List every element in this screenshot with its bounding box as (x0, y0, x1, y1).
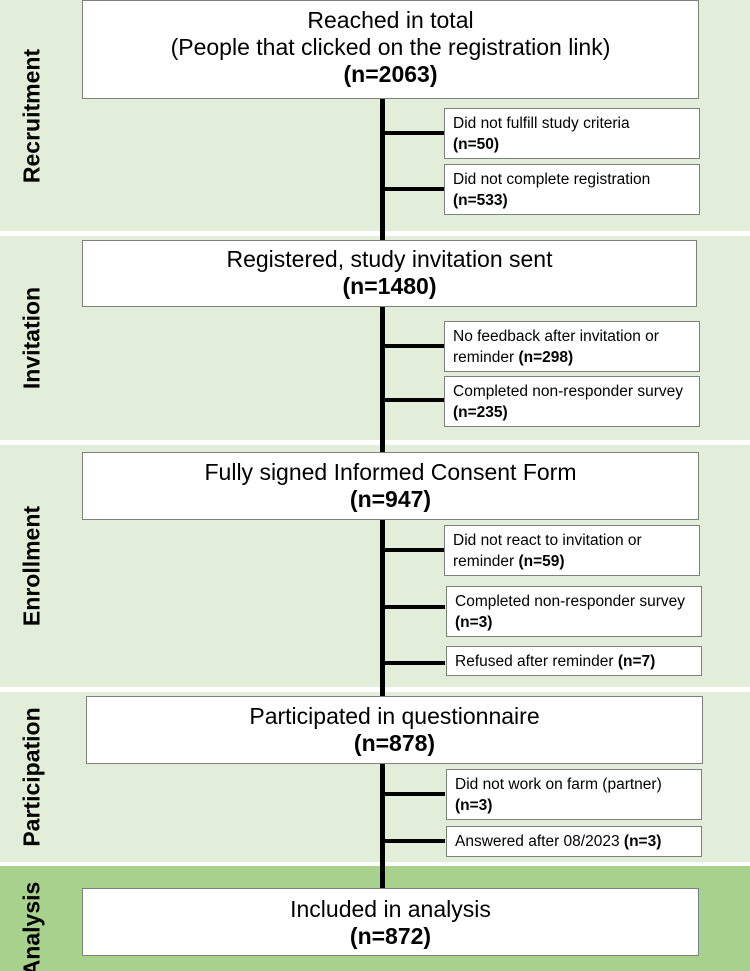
exclusion-box: Completed non-responder survey (n=235) (444, 376, 700, 427)
main-box-title: Fully signed Informed Consent Form (204, 459, 577, 485)
main-box-title: Reached in total (307, 7, 474, 33)
exclusion-text-part: No feedback after invitation or reminder (453, 327, 659, 366)
stage-label-invitation: Invitation (18, 286, 45, 390)
branch-line (383, 131, 445, 135)
exclusion-box: Did not work on farm (partner) (n=3) (446, 769, 702, 820)
exclusion-text: Completed non-responder survey (n=235) (453, 381, 691, 423)
exclusion-count: (n=59) (518, 552, 565, 570)
main-box-analysis: Included in analysis (n=872) (82, 888, 699, 956)
branch-line (383, 661, 445, 665)
main-box-count: (n=872) (349, 923, 432, 949)
stage-label-participation: Participation (18, 707, 45, 847)
exclusion-text-part: Completed non-responder survey (453, 382, 684, 400)
main-box-count: (n=2063) (343, 61, 438, 87)
branch-line (383, 398, 445, 402)
main-box-subtitle: (People that clicked on the registration… (170, 34, 611, 60)
exclusion-box: Did not react to invitation or reminder … (444, 525, 700, 576)
exclusion-count: (n=3) (455, 613, 493, 631)
branch-line (383, 792, 445, 796)
main-box-invitation: Registered, study invitation sent (n=148… (82, 240, 697, 307)
exclusion-text-part: Completed non-responder survey (455, 592, 686, 610)
exclusion-text-part: Did not react to invitation or reminder (453, 531, 642, 570)
exclusion-text: Did not complete registration (453, 170, 651, 188)
main-box-title: Participated in questionnaire (249, 703, 540, 729)
exclusion-box: Refused after reminder (n=7) (446, 646, 702, 676)
exclusion-box: No feedback after invitation or reminder… (444, 321, 700, 372)
stage-label-recruitment: Recruitment (18, 48, 45, 183)
exclusion-count: (n=7) (617, 652, 656, 670)
exclusion-count: (n=235) (453, 403, 508, 421)
exclusion-count: (n=3) (623, 833, 662, 850)
exclusion-box: Did not fulfill study criteria (n=50) (444, 108, 700, 159)
exclusion-text: Did not work on farm (partner) (455, 775, 662, 793)
main-box-count: (n=1480) (342, 273, 437, 299)
exclusion-text: No feedback after invitation or reminder… (453, 326, 691, 368)
connector-invitation-to-enrollment (380, 306, 385, 453)
exclusion-box: Answered after 08/2023 (n=3) (446, 826, 702, 857)
exclusion-count: (n=533) (453, 191, 508, 209)
branch-line (383, 605, 445, 609)
branch-line (383, 187, 445, 191)
main-box-title: Included in analysis (290, 896, 491, 922)
main-box-count: (n=878) (353, 730, 436, 756)
main-box-enrollment: Fully signed Informed Consent Form (n=94… (82, 452, 699, 520)
branch-line (383, 839, 445, 843)
main-box-participation: Participated in questionnaire (n=878) (86, 696, 703, 764)
exclusion-text: Did not fulfill study criteria (453, 114, 630, 132)
main-box-count: (n=947) (349, 486, 432, 512)
main-box-recruitment: Reached in total (People that clicked on… (82, 0, 699, 99)
branch-line (383, 548, 445, 552)
connector-participation-to-analysis (380, 763, 385, 889)
stage-label-analysis: Analysis (18, 881, 45, 971)
connector-enrollment-to-participation (380, 519, 385, 696)
exclusion-count: (n=50) (453, 135, 500, 153)
main-box-title: Registered, study invitation sent (226, 246, 553, 272)
exclusion-box: Did not complete registration (n=533) (444, 164, 700, 215)
exclusion-text: Refused after reminder (455, 652, 614, 670)
exclusion-text: Completed non-responder survey (n=3) (455, 591, 693, 633)
exclusion-text: Did not react to invitation or reminder … (453, 530, 691, 572)
connector-recruitment-to-invitation (380, 98, 385, 240)
exclusion-count: (n=298) (518, 348, 574, 366)
exclusion-text: Answered after 08/2023 (455, 833, 620, 850)
exclusion-box: Completed non-responder survey (n=3) (446, 586, 702, 637)
branch-line (383, 344, 445, 348)
stage-label-enrollment: Enrollment (18, 505, 45, 627)
exclusion-count: (n=3) (455, 796, 493, 814)
